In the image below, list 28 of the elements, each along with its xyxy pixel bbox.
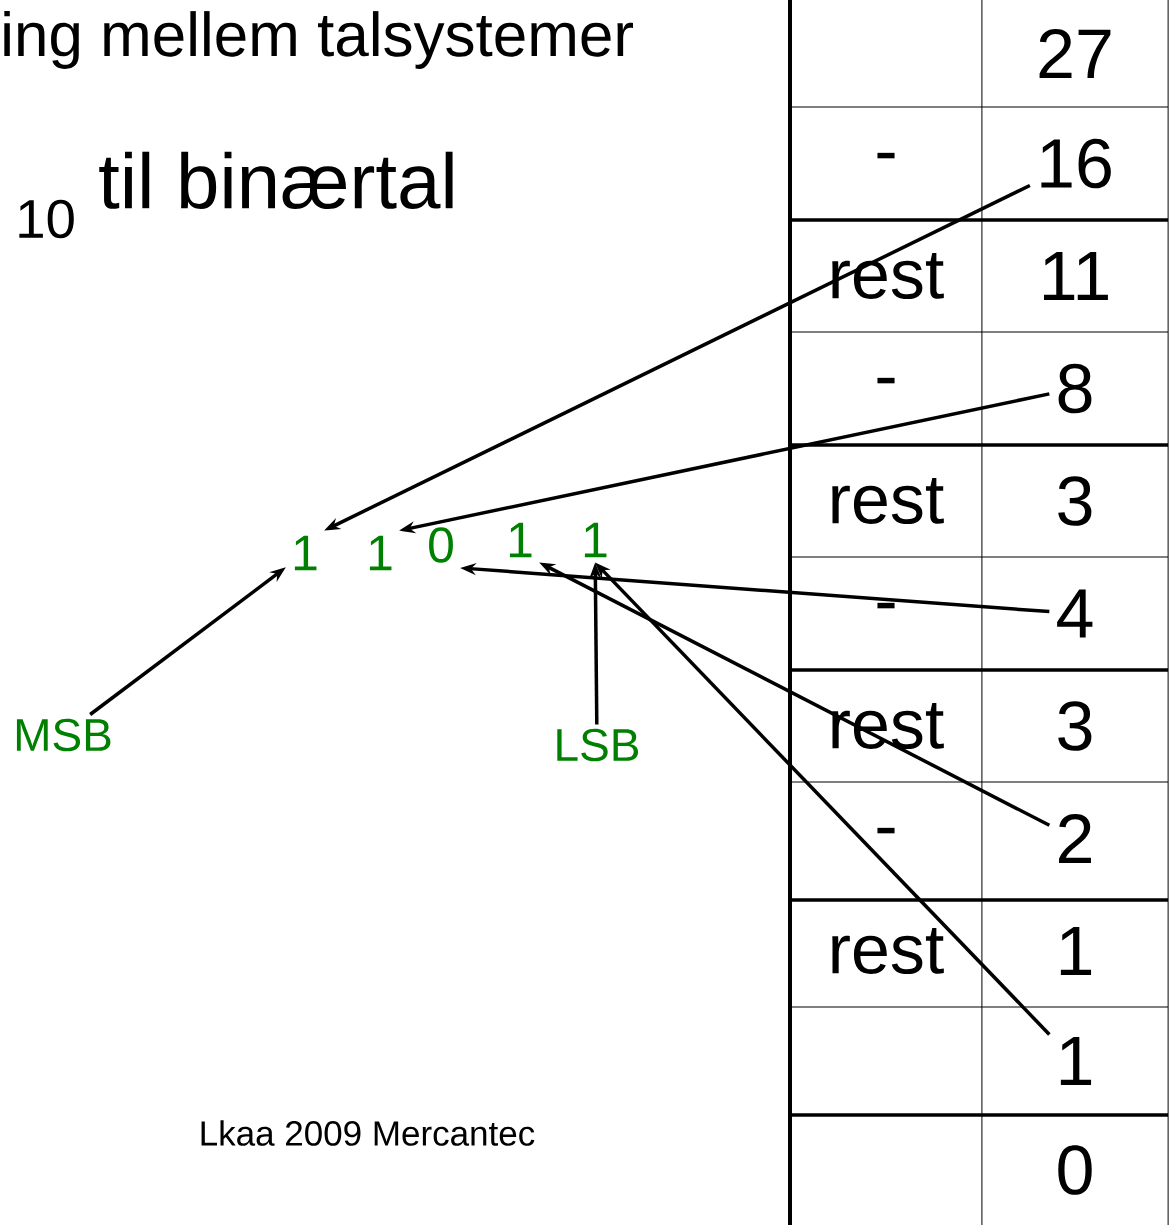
table-number: 2 xyxy=(1059,814,1091,863)
table-number: 4 xyxy=(1057,589,1093,638)
table-number: 16 xyxy=(1041,138,1111,189)
table-number: 1 xyxy=(1060,926,1092,976)
bit-label: LSB xyxy=(557,728,639,762)
binary-digit: 1 xyxy=(294,535,317,571)
slide-title: ing mellem talsystemer xyxy=(4,11,633,69)
binary-digit: 1 xyxy=(509,522,532,558)
bit-label: MSB xyxy=(16,718,111,752)
table-entry: - xyxy=(877,152,895,159)
binary-digit: 0 xyxy=(429,527,453,563)
table-number: 1 xyxy=(1060,1036,1092,1086)
table-entry: - xyxy=(877,377,895,384)
table-entry: rest xyxy=(832,253,944,299)
table-number: 0 xyxy=(1058,1145,1092,1195)
table-number: 27 xyxy=(1039,29,1111,78)
table-number: 3 xyxy=(1058,701,1092,751)
table-entry: - xyxy=(877,602,895,609)
table-number: 3 xyxy=(1058,476,1092,526)
table-entry: - xyxy=(877,827,895,834)
binary-digit: 1 xyxy=(584,522,607,558)
table-number: 8 xyxy=(1058,363,1092,414)
binary-digit: 1 xyxy=(369,535,392,571)
table-entry: rest xyxy=(832,478,944,524)
footer-text: Lkaa 2009 Mercantec xyxy=(201,1120,535,1146)
table-entry: rest xyxy=(832,928,944,974)
subtitle: $_{10}$ til binærtal xyxy=(19,151,453,239)
table-number: 11 xyxy=(1044,251,1108,301)
